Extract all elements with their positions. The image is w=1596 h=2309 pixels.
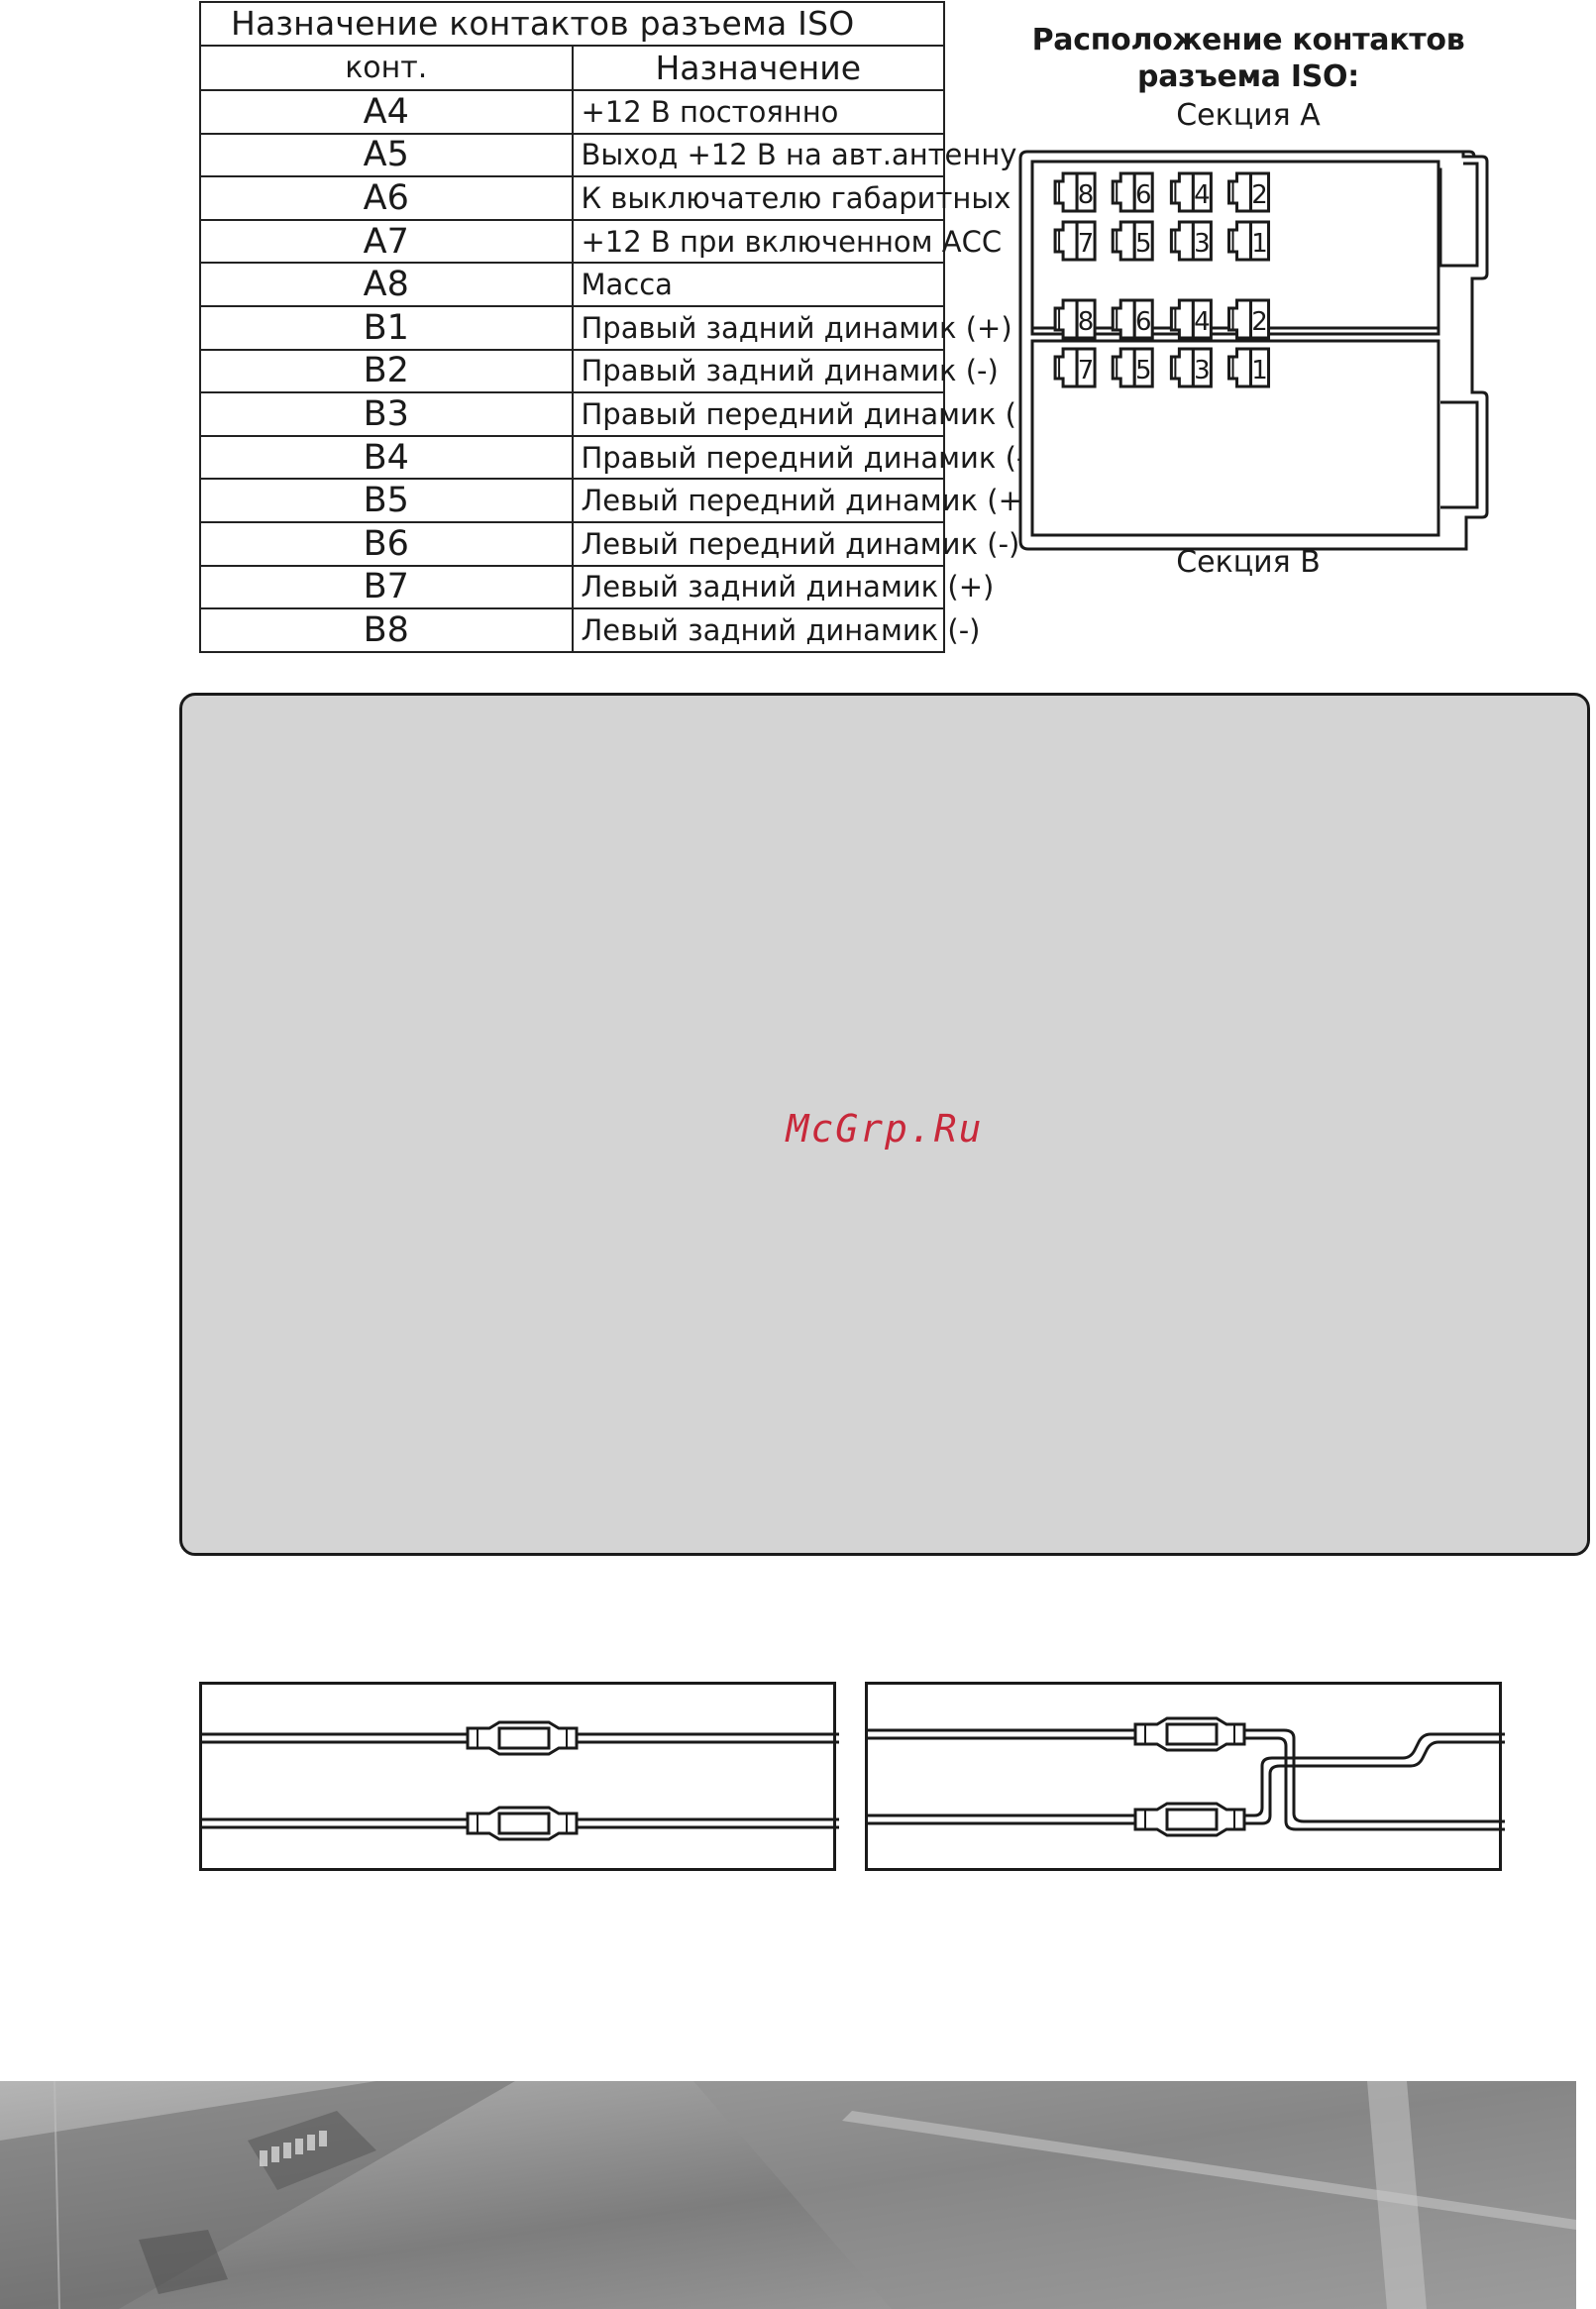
pin-contact-icon: 2 [1227, 298, 1271, 340]
iso-pin-table: Назначение контактов разъема ISO конт. Н… [199, 1, 1163, 653]
pin-number-label: 3 [1194, 356, 1211, 385]
function-cell: Правый передний динамик (+) [571, 391, 1052, 437]
function-cell: Выход +12 В на авт.антенну [571, 132, 1016, 178]
pin-contact-icon: 4 [1169, 298, 1213, 340]
function-cell: Правый передний динамик (-) [571, 434, 1038, 481]
function-cell: Правый задний динамик (+) [571, 304, 1012, 351]
pin-contact-icon: 7 [1053, 347, 1097, 388]
pin-number-label: 5 [1135, 229, 1152, 259]
pin-cell: B8 [199, 607, 574, 653]
watermark-text: McGrp.Ru [786, 1107, 984, 1151]
pin-cell: A5 [199, 132, 574, 178]
connector-title-line1: Расположение контактов [1031, 23, 1465, 57]
function-cell: Левый задний динамик (+) [571, 564, 994, 610]
connector-outline-svg: 8 6 4 2 7 5 3 1 8 6 4 2 7 5 3 1 [1018, 150, 1489, 551]
pin-number-label: 3 [1194, 229, 1211, 259]
function-cell: Масса [571, 262, 945, 307]
pin-cell: B4 [199, 434, 574, 481]
connector-plug-icon [1133, 1716, 1246, 1752]
pin-number-label: 6 [1135, 180, 1152, 210]
connector-plug-icon [1133, 1802, 1246, 1837]
pin-contact-icon: 8 [1053, 171, 1097, 213]
pin-cell: B3 [199, 391, 574, 437]
decorative-photo-band [0, 2081, 1576, 2309]
pin-contact-icon: 1 [1227, 347, 1271, 388]
table-row: A4+12 В постоянно [199, 89, 945, 135]
function-cell: Левый задний динамик (-) [571, 607, 981, 653]
pin-contact-icon: 3 [1169, 220, 1213, 262]
pin-number-label: 4 [1194, 180, 1211, 210]
function-cell: Левый передний динамик (+) [571, 478, 1033, 523]
pin-contact-icon: 6 [1111, 171, 1154, 213]
pin-number-label: 2 [1251, 180, 1268, 210]
pin-contact-icon: 8 [1053, 298, 1097, 340]
pin-number-label: 2 [1251, 307, 1268, 337]
pin-contact-icon: 4 [1169, 171, 1213, 213]
function-cell: Левый передний динамик (-) [571, 520, 1019, 567]
pin-number-label: 5 [1135, 356, 1152, 385]
connector-plug-icon [466, 1806, 579, 1841]
section-b-label: Секция В [1176, 545, 1321, 580]
connector-title-line2: разъема ISO: [1137, 59, 1359, 94]
pin-contact-icon: 1 [1227, 220, 1271, 262]
pin-cell: B6 [199, 520, 574, 567]
pin-cell: A6 [199, 175, 574, 221]
function-cell: К выключателю габаритных огней (+) [571, 175, 1163, 221]
pin-contact-icon: 3 [1169, 347, 1213, 388]
pins-section-a-top: 8 6 4 2 7 5 3 1 8 6 4 2 7 5 3 1 [1053, 171, 1271, 388]
connector-plug-icon [466, 1720, 579, 1756]
pin-number-label: 4 [1194, 307, 1211, 337]
iso-connector-diagram: Расположение контактов разъема ISO: Секц… [1001, 18, 1496, 583]
pin-number-label: 6 [1135, 307, 1152, 337]
straight-wiring-svg [202, 1720, 839, 1841]
table-row: A7+12 В при включенном АСС [199, 218, 1002, 265]
function-cell: Правый задний динамик (-) [571, 348, 999, 394]
pin-cell: B5 [199, 478, 574, 523]
pin-cell: B1 [199, 304, 574, 351]
pin-number-label: 8 [1078, 307, 1095, 337]
pin-contact-icon: 5 [1111, 220, 1154, 262]
pin-cell: B7 [199, 564, 574, 610]
table-title: Назначение контактов разъема ISO [199, 1, 945, 47]
crossed-wiring-svg [868, 1716, 1505, 1837]
pin-cell: A4 [199, 89, 574, 135]
gray-placeholder-panel: McGrp.Ru [179, 693, 1590, 1556]
pin-contact-icon: 7 [1053, 220, 1097, 262]
pin-contact-icon: 5 [1111, 347, 1154, 388]
pin-number-label: 7 [1078, 356, 1095, 385]
pin-number-label: 8 [1078, 180, 1095, 210]
function-cell: +12 В постоянно [571, 89, 945, 135]
function-cell: +12 В при включенном АСС [571, 218, 1002, 265]
pin-contact-icon: 6 [1111, 298, 1154, 340]
pin-cell: A8 [199, 262, 574, 307]
wire-diagram-crossed [865, 1682, 1505, 1871]
section-a-label: Секция А [1176, 98, 1321, 133]
pin-cell: B2 [199, 348, 574, 394]
decorative-band-svg [0, 2081, 1576, 2309]
wire-diagram-straight [199, 1682, 839, 1871]
pin-number-label: 1 [1251, 229, 1268, 259]
pin-cell: A7 [199, 218, 574, 265]
column-header-pin: конт. [199, 45, 574, 91]
pin-number-label: 1 [1251, 356, 1268, 385]
pin-contact-icon: 2 [1227, 171, 1271, 213]
pin-number-label: 7 [1078, 229, 1095, 259]
column-header-function: Назначение [571, 45, 945, 91]
